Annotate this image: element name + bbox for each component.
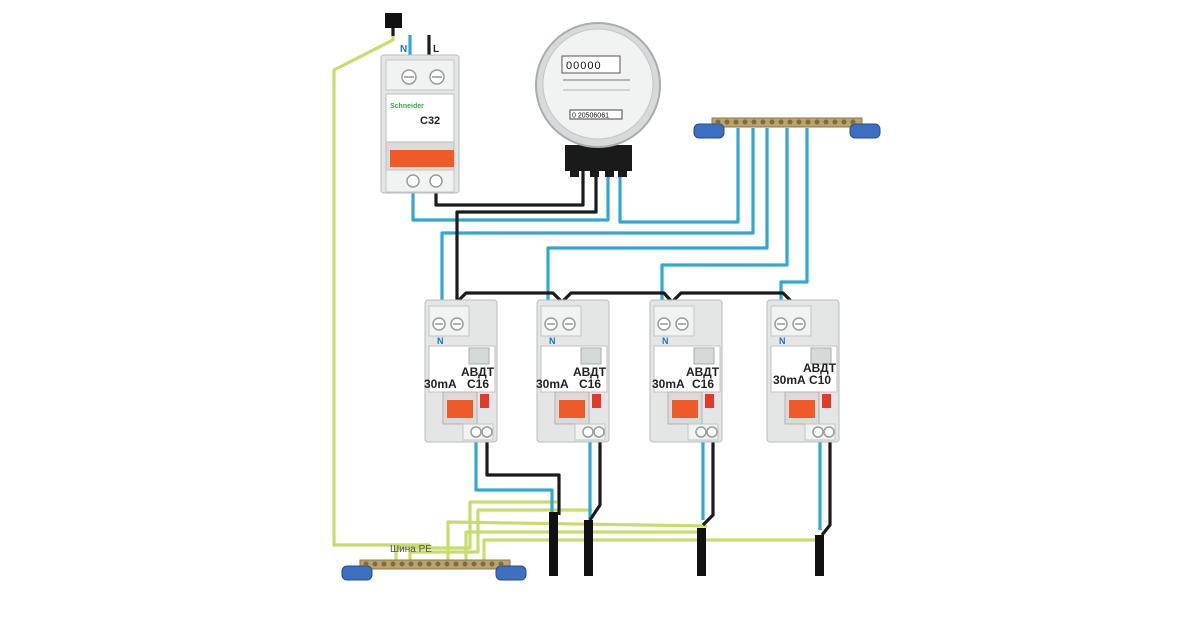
meter-serial: 0 20506061: [572, 113, 609, 120]
output-cable-4: [815, 535, 824, 576]
main-breaker-rating: C32: [420, 115, 440, 127]
avdt-4: N АВДТ 30mA C10: [766, 299, 840, 443]
avdt-4-sensitivity: 30mA: [773, 373, 806, 387]
avdt-2-terminal-n: N: [549, 336, 556, 346]
output-cables: [549, 512, 824, 576]
meter-reading: 00000: [566, 60, 602, 72]
avdt-4-name: АВДТ: [803, 361, 837, 375]
main-circuit-breaker: Schneider C32: [380, 54, 460, 194]
avdt-1-handle: [447, 400, 473, 418]
neutral-bus: [693, 117, 881, 139]
avdt-3-sensitivity: 30mA: [652, 377, 685, 391]
avdt-4-handle: [789, 400, 815, 418]
output-cable-2: [584, 520, 593, 576]
pe-bus: Шина PE: [341, 544, 527, 581]
avdt-2-sensitivity: 30mA: [536, 377, 569, 391]
avdt-1: N АВДТ 30mA C16: [424, 299, 498, 443]
main-breaker-terminal-l: L: [433, 44, 439, 55]
avdt-3-rating: C16: [692, 377, 714, 391]
avdt-2-rating: C16: [579, 377, 601, 391]
avdt-3-terminal-n: N: [662, 336, 669, 346]
avdt-3-name: АВДТ: [686, 365, 720, 379]
avdt-3: N АВДТ 30mA C16: [649, 299, 723, 443]
main-breaker-terminal-n: N: [400, 44, 407, 55]
avdt-1-sensitivity: 30mA: [424, 377, 457, 391]
avdt-4-rating: C10: [809, 373, 831, 387]
output-cable-3: [697, 528, 706, 576]
avdt-2-handle: [559, 400, 585, 418]
avdt-2-name: АВДТ: [573, 365, 607, 379]
electricity-meter: 00000 0 20506061: [535, 22, 661, 177]
avdt-1-terminal-n: N: [437, 336, 444, 346]
neutral-wires: [408, 35, 822, 530]
input-connector: [385, 13, 402, 36]
main-breaker-brand: Schneider: [390, 103, 424, 110]
output-cable-1: [549, 512, 558, 576]
avdt-4-terminal-n: N: [779, 336, 786, 346]
neutral-bus-screws: [715, 119, 856, 125]
pe-bus-label: Шина PE: [390, 544, 432, 555]
avdt-1-name: АВДТ: [461, 365, 495, 379]
phase-wires: [427, 35, 832, 536]
avdt-1-rating: C16: [467, 377, 489, 391]
avdt-3-handle: [672, 400, 698, 418]
main-breaker-handle: [390, 150, 454, 167]
pe-bus-screws: [363, 561, 504, 567]
pe-wires: [332, 28, 818, 562]
avdt-2: N АВДТ 30mA C16: [536, 299, 610, 443]
